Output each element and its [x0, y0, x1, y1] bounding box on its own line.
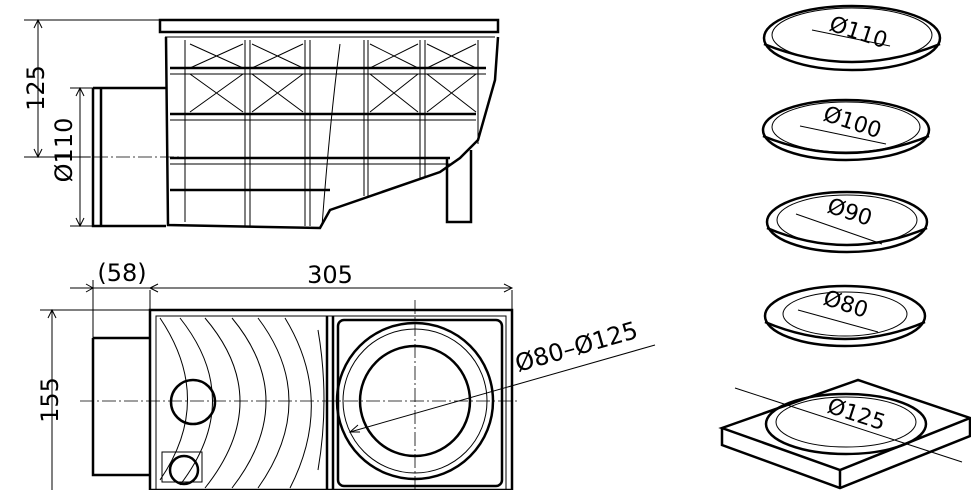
dim-length: 305 [307, 261, 353, 289]
dim-offset: (58) [97, 259, 146, 287]
ring-90: Ø90 [765, 190, 929, 254]
ring-110: Ø110 [762, 4, 942, 72]
square-frame: Ø125 [718, 378, 971, 490]
top-view: 305 (58) 155 Ø80–Ø125 [36, 259, 656, 490]
dim-width: 155 [36, 377, 64, 423]
ring-100: Ø100 [761, 98, 931, 162]
ring-label-110: Ø110 [826, 12, 890, 54]
dim-diameter-outlet: Ø110 [50, 118, 78, 183]
dim-inlet-range: Ø80–Ø125 [512, 316, 641, 378]
side-view: 125 Ø110 [22, 18, 500, 230]
ring-label-100: Ø100 [820, 102, 884, 144]
dim-height-top: 125 [22, 65, 50, 111]
ring-80: Ø80 [763, 284, 927, 348]
